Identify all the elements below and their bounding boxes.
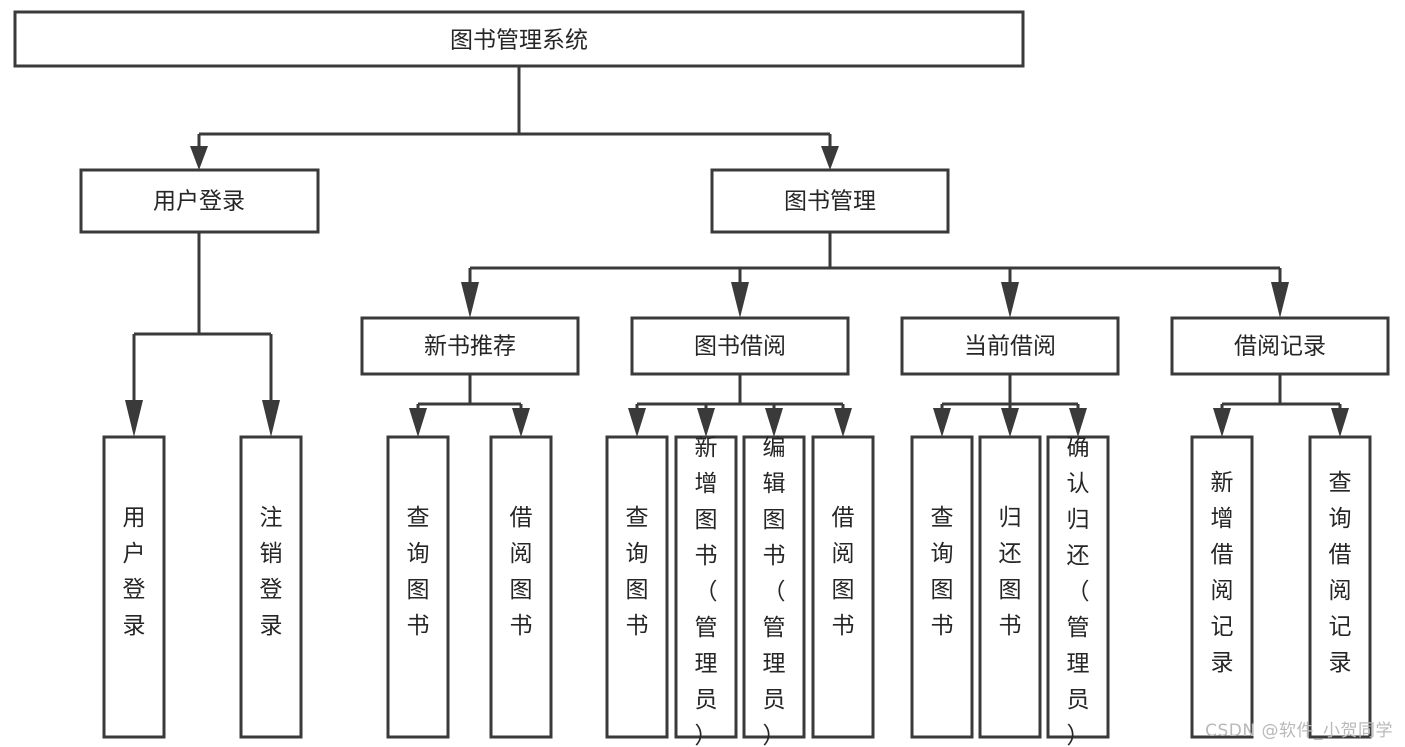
arrow-head-leaf-query-record — [1331, 408, 1349, 437]
node-book-management-box[interactable] — [710, 168, 950, 234]
arrow-head-leaf-add-record — [1213, 408, 1231, 437]
leaf-query-book-2-label: 查询图书 — [626, 505, 649, 639]
connector-current-borrow-to-leaves — [933, 374, 1087, 437]
leaf-query-record-box[interactable] — [1308, 435, 1372, 739]
connector-book-management-to-level3 — [461, 232, 1289, 318]
node-user-login[interactable]: 用户登录 — [79, 168, 320, 234]
leaf-borrow-book-1-label: 借阅图书 — [510, 505, 533, 639]
leaf-query-book-1-label: 查询图书 — [407, 505, 430, 639]
leaf-borrow-book-1-box[interactable] — [489, 435, 553, 739]
arrow-head-leaf-borrow-book-2 — [834, 408, 852, 437]
arrow-head-leaf-edit-book — [765, 408, 783, 437]
leaf-query-record-label: 查询借阅记录 — [1329, 470, 1352, 676]
arrow-head-leaf-logout-login — [262, 400, 280, 437]
leaf-query-book-2-box[interactable] — [605, 435, 669, 739]
arrow-head-borrow-record — [1271, 282, 1289, 318]
leaf-borrow-book-2[interactable]: 借阅图书 — [811, 435, 875, 739]
leaf-query-record[interactable]: 查询借阅记录 — [1308, 435, 1372, 739]
connector-book-borrow-to-leaves — [628, 374, 852, 437]
leaf-query-book-3[interactable]: 查询图书 — [910, 435, 974, 739]
connector-borrow-record-to-leaves — [1213, 374, 1349, 437]
node-root-label: 图书管理系统 — [450, 28, 588, 54]
node-root-box[interactable] — [13, 10, 1025, 68]
arrow-head-user-login — [190, 146, 208, 170]
leaf-borrow-book-2-label: 借阅图书 — [832, 505, 855, 639]
leaf-query-book-2[interactable]: 查询图书 — [605, 435, 669, 739]
leaf-logout-login-label: 注销登录 — [260, 505, 283, 639]
arrow-head-leaf-add-book — [697, 408, 715, 437]
node-current-borrow[interactable]: 当前借阅 — [900, 316, 1120, 376]
leaf-query-book-1[interactable]: 查询图书 — [386, 435, 450, 739]
leaf-user-login[interactable]: 用户登录 — [102, 435, 166, 739]
leaf-return-book-box[interactable] — [978, 435, 1042, 739]
leaf-add-book-box[interactable] — [674, 435, 738, 739]
arrow-head-leaf-return-book — [1001, 408, 1019, 437]
leaf-confirm-return-box[interactable] — [1046, 435, 1110, 739]
node-root[interactable]: 图书管理系统 — [13, 10, 1025, 68]
leaf-logout-login[interactable]: 注销登录 — [239, 435, 303, 739]
node-user-login-box[interactable] — [79, 168, 320, 234]
leaf-logout-login-box[interactable] — [239, 435, 303, 739]
node-borrow-record-label: 借阅记录 — [1234, 334, 1326, 360]
node-book-borrow-box[interactable] — [630, 316, 850, 376]
node-borrow-record-box[interactable] — [1170, 316, 1390, 376]
node-book-borrow[interactable]: 图书借阅 — [630, 316, 850, 376]
arrow-head-book-management — [821, 146, 839, 170]
node-new-book-recommend-label: 新书推荐 — [424, 334, 516, 360]
leaf-add-book[interactable]: 新增图书（管理员） — [674, 435, 738, 747]
arrow-head-leaf-query-book-1 — [409, 408, 427, 437]
connector-user-login-to-leaves — [125, 232, 280, 437]
node-current-borrow-label: 当前借阅 — [964, 334, 1056, 360]
node-user-login-label: 用户登录 — [153, 189, 245, 215]
node-new-book-recommend[interactable]: 新书推荐 — [360, 316, 580, 376]
arrow-head-leaf-borrow-book-1 — [512, 408, 530, 437]
node-book-management[interactable]: 图书管理 — [710, 168, 950, 234]
arrow-head-current-borrow — [1001, 282, 1019, 318]
arrow-head-leaf-query-book-2 — [628, 408, 646, 437]
leaf-user-login-label: 用户登录 — [123, 505, 146, 639]
leaf-query-book-1-box[interactable] — [386, 435, 450, 739]
arrow-head-leaf-confirm-return — [1069, 408, 1087, 437]
node-book-management-label: 图书管理 — [784, 189, 876, 215]
leaf-add-record[interactable]: 新增借阅记录 — [1190, 435, 1254, 739]
node-book-borrow-label: 图书借阅 — [694, 334, 786, 360]
node-new-book-recommend-box[interactable] — [360, 316, 580, 376]
leaf-edit-book[interactable]: 编辑图书（管理员） — [742, 435, 806, 747]
leaf-query-book-3-label: 查询图书 — [931, 505, 954, 639]
leaf-add-record-box[interactable] — [1190, 435, 1254, 739]
leaf-edit-book-box[interactable] — [742, 435, 806, 739]
leaf-return-book-label: 归还图书 — [999, 505, 1022, 639]
arrow-head-leaf-user-login — [125, 400, 143, 437]
leaf-borrow-book-2-box[interactable] — [811, 435, 875, 739]
leaf-query-book-3-box[interactable] — [910, 435, 974, 739]
leaf-borrow-book-1[interactable]: 借阅图书 — [489, 435, 553, 739]
leaf-user-login-box[interactable] — [102, 435, 166, 739]
leaf-add-book-label: 新增图书（管理员） — [695, 435, 718, 747]
leaf-edit-book-label: 编辑图书（管理员） — [763, 435, 786, 747]
node-current-borrow-box[interactable] — [900, 316, 1120, 376]
leaf-confirm-return[interactable]: 确认归还（管理员） — [1046, 435, 1110, 747]
leaf-return-book[interactable]: 归还图书 — [978, 435, 1042, 739]
node-borrow-record[interactable]: 借阅记录 — [1170, 316, 1390, 376]
leaf-add-record-label: 新增借阅记录 — [1211, 470, 1234, 676]
connector-new-book-recommend-to-leaves — [409, 374, 530, 437]
arrow-head-leaf-query-book-3 — [933, 408, 951, 437]
arrow-head-new-book-recommend — [461, 282, 479, 318]
arrow-head-book-borrow — [731, 282, 749, 318]
leaf-confirm-return-label: 确认归还（管理员） — [1067, 435, 1090, 747]
connector-root-to-level2 — [190, 66, 839, 170]
